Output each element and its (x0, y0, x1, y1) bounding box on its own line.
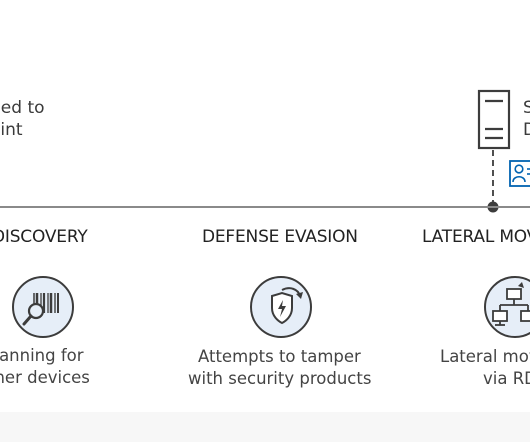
server-label-line1: S (523, 98, 530, 118)
defense-evasion-desc-line2: with security products (188, 369, 372, 388)
server-label-line2: D (523, 120, 530, 140)
shield-bolt-icon (250, 276, 312, 338)
discovery-desc-line1: canning for (0, 346, 84, 365)
lateral-movement-desc-line1: Lateral mov (440, 347, 530, 366)
phase-title-defense-evasion: DEFENSE EVASION (202, 227, 358, 247)
phase-title-discovery: DISCOVERY (0, 227, 88, 247)
bottom-band (0, 412, 530, 442)
defense-evasion-desc-line1: Attempts to tamper (198, 347, 361, 366)
timeline-line (0, 206, 530, 208)
lateral-movement-desc-line2: via RD (483, 369, 530, 388)
discovery-desc-line2: ther devices (0, 368, 90, 387)
device-label-line1: ded to (0, 98, 45, 118)
phase-title-lateral-movement: LATERAL MOV (422, 227, 530, 247)
network-icon (484, 276, 530, 338)
user-icon (509, 160, 530, 187)
barcode-search-icon (12, 276, 74, 338)
server-icon (477, 89, 511, 213)
